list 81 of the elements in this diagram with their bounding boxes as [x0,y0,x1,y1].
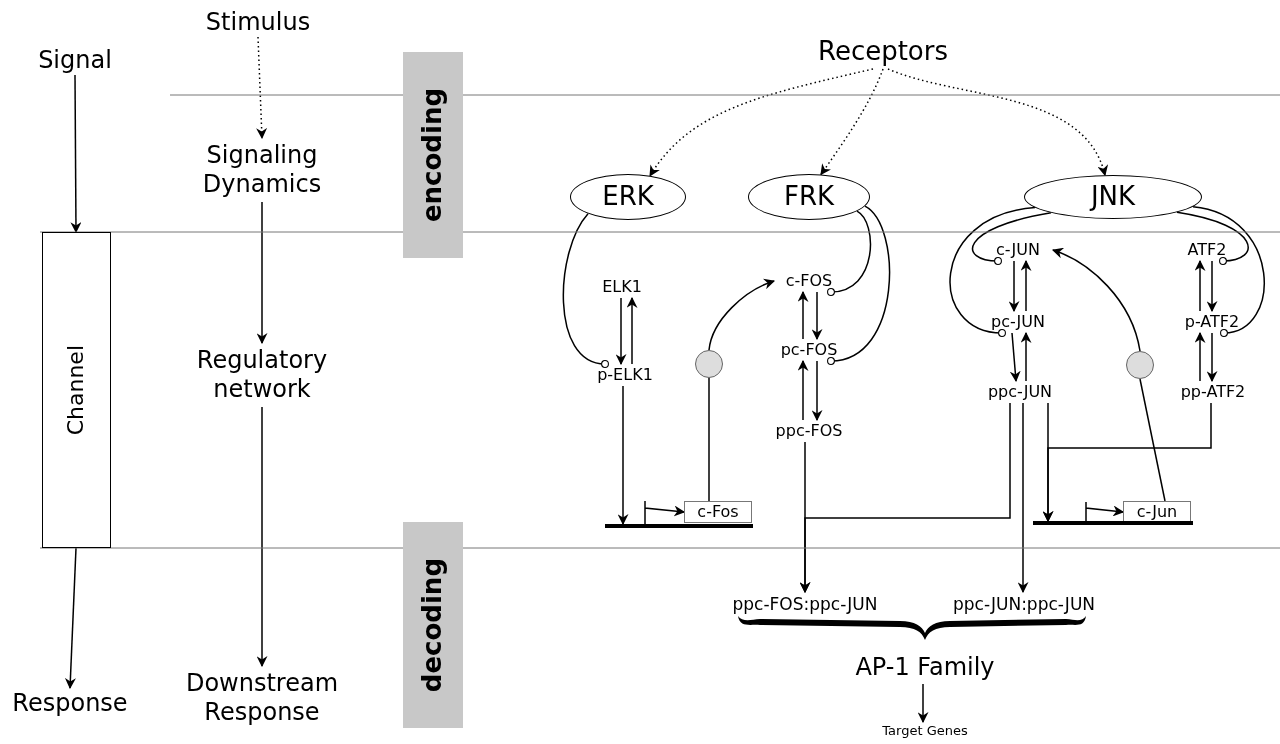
stage-label: Stimulus [198,7,318,37]
protein-label: ppc-FOS [763,420,855,442]
arrow [1020,331,1032,382]
protein-label: ppc-JUN [974,381,1066,403]
arrow [1008,260,1020,313]
stage-label: Receptors [803,35,963,69]
regulation-line [827,205,891,365]
arrow [820,68,884,176]
dna-strand [605,524,753,528]
regulation-line [949,206,1036,337]
arrow [256,36,268,140]
gene-label: c-Fos [697,502,739,522]
arrow [811,360,823,422]
arrow [256,406,268,668]
kinase-label: ERK [602,181,654,213]
arrow [256,201,268,345]
output-label: Target Genes [875,722,975,740]
arrow [70,74,82,234]
stage-label: Signal [30,45,120,75]
protein-label: ATF2 [1179,239,1235,261]
arrow [1206,260,1218,313]
stage-label: Response [2,688,138,718]
regulation-line [971,212,1052,265]
stage-label: Downstream Response [174,666,350,730]
stage-label: Regulatory network [174,343,350,407]
gene-box [1123,501,1191,523]
arrow [797,290,809,340]
stage-band [403,522,463,728]
connector-line [1139,378,1166,502]
arrow [887,68,1107,177]
regulation-line [827,210,872,296]
regulation-line [562,212,609,368]
kinase-ellipse [748,174,870,220]
arrow [1020,259,1032,312]
arrow [64,547,77,690]
kinase-label: JNK [1090,181,1136,213]
arrow [1009,332,1021,383]
intermediate-circle [695,350,723,378]
arrow [1051,248,1141,352]
kinase-label: FRK [783,181,835,213]
channel-box [41,232,111,548]
band-label: encoding [417,87,449,223]
protein-label: c-JUN [983,239,1053,261]
band-label: decoding [417,557,449,693]
dna-strand [1033,521,1193,525]
protein-label: c-FOS [774,270,844,292]
gene-box [684,501,752,523]
arrow [1206,332,1218,383]
protein-label: ppc-JUN:ppc-JUN [926,592,1122,616]
arrow [1194,331,1206,382]
arrow [797,359,809,421]
arrow [799,402,1011,594]
promoter-arrow [1085,501,1125,522]
stage-label: AP-1 Family [830,650,1020,684]
intermediate-circle [1126,351,1154,379]
arrow [811,291,823,341]
stage-label: Signaling Dynamics [174,138,350,202]
curly-brace [738,616,1086,640]
regulation-line [1192,205,1265,337]
arrow [626,296,638,365]
protein-label: ELK1 [594,276,650,298]
protein-label: pc-JUN [980,311,1056,333]
connector-line [708,377,710,502]
arrow [617,385,629,526]
promoter-arrow [644,500,686,525]
channel-label: Channel [62,344,89,436]
kinase-ellipse [1024,175,1202,219]
protein-label: pc-FOS [771,339,847,361]
arrow [1017,402,1029,594]
protein-label: p-ATF2 [1176,311,1248,333]
arrow [615,297,627,366]
protein-label: pp-ATF2 [1170,381,1256,403]
arrow [917,683,929,724]
arrow [1194,259,1206,312]
stage-band [403,52,463,258]
protein-label: ppc-FOS:ppc-JUN [707,592,903,616]
arrow [708,279,776,351]
gene-label: c-Jun [1136,502,1178,522]
protein-label: p-ELK1 [587,364,663,386]
regulation-line [1176,211,1249,265]
arrow [1042,402,1212,523]
